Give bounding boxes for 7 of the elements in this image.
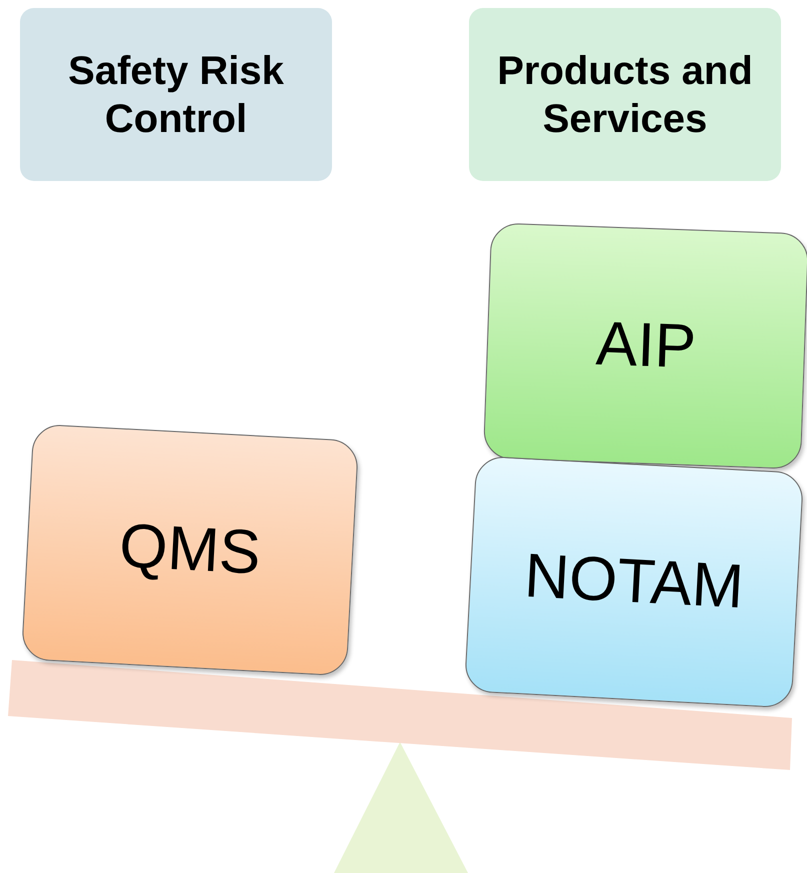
- block-label: AIP: [594, 308, 698, 384]
- heading-text: Safety Risk Control: [67, 48, 285, 142]
- block-label: QMS: [116, 510, 264, 590]
- block-label: NOTAM: [522, 540, 746, 624]
- heading-text: Products and Services: [496, 48, 754, 142]
- heading-box: [20, 8, 332, 181]
- heading-box: [469, 8, 781, 181]
